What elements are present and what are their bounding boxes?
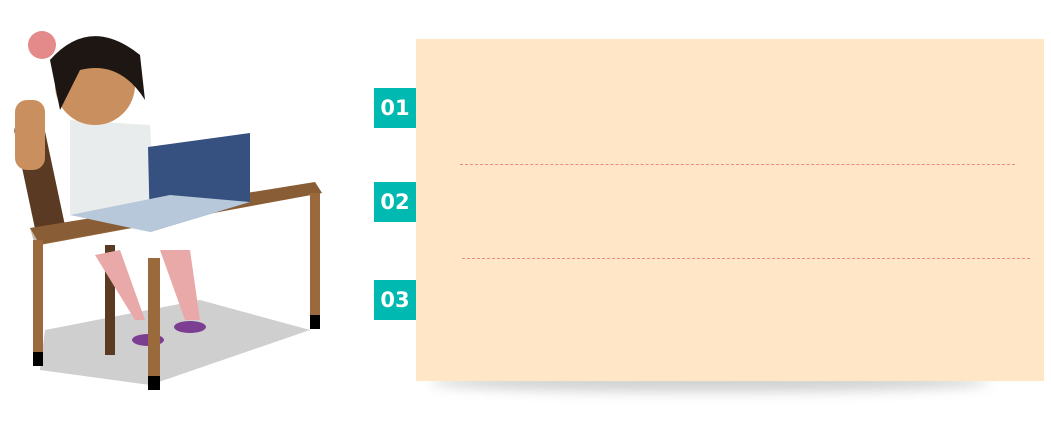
- girl-at-laptop-illustration: [14, 31, 322, 390]
- item-number-badge-2: 02: [374, 182, 416, 222]
- item-number-badge-3: 03: [374, 280, 416, 320]
- divider-2: [462, 258, 1030, 259]
- list-panel: [416, 39, 1044, 381]
- item-number-badge-1: 01: [374, 88, 416, 128]
- divider-1: [460, 164, 1015, 165]
